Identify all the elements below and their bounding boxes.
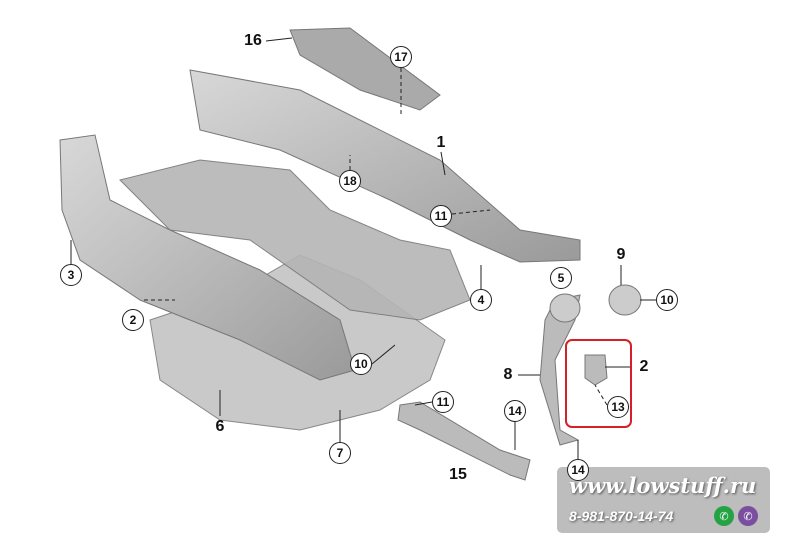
heat-shield [289, 27, 441, 111]
highlight-box-ball-joint [565, 339, 632, 428]
callout-3: 3 [60, 264, 82, 286]
callout-2: 2 [122, 309, 144, 331]
label-8: 8 [503, 366, 513, 383]
viber-icon: ✆ [738, 506, 758, 526]
callout-5: 5 [550, 267, 572, 289]
callout-10-lower: 10 [350, 353, 372, 375]
callout-14-lower: 14 [567, 459, 589, 481]
bushing-9 [608, 284, 642, 316]
callout-4: 4 [470, 289, 492, 311]
label-9: 9 [616, 246, 626, 263]
label-16: 16 [244, 32, 262, 49]
watermark-banner: www.lowstuff.ru 8-981-870-14-74 ✆ ✆ [557, 467, 770, 533]
callout-11: 11 [430, 205, 452, 227]
subframe-right-arm [119, 159, 471, 321]
label-1: 1 [436, 134, 446, 151]
callout-17: 17 [390, 46, 412, 68]
label-2: 2 [639, 358, 649, 375]
leader-lines [70, 37, 656, 459]
callout-18: 18 [339, 170, 361, 192]
tension-strut [397, 401, 531, 481]
ball-joint [584, 354, 608, 386]
callout-11-lower: 11 [432, 391, 454, 413]
callout-7: 7 [329, 442, 351, 464]
label-6: 6 [215, 418, 225, 435]
watermark-site: www.lowstuff.ru [569, 473, 757, 498]
bushing-5 [549, 293, 581, 323]
subframe-crossmember [189, 69, 581, 263]
callout-14: 14 [504, 400, 526, 422]
label-15: 15 [449, 466, 467, 483]
whatsapp-icon: ✆ [714, 506, 734, 526]
callout-10: 10 [656, 289, 678, 311]
watermark-phone: 8-981-870-14-74 [569, 508, 674, 524]
callout-13: 13 [607, 396, 629, 418]
